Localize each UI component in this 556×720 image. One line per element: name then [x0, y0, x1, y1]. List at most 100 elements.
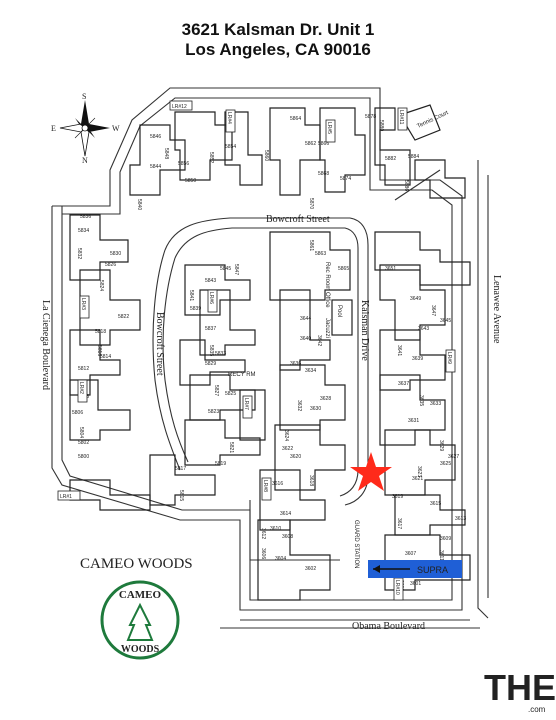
unit-number-3618: 3618	[308, 475, 314, 486]
laundry-room-label: LR#12	[172, 104, 187, 110]
unit-number-5856: 5856	[178, 161, 189, 167]
unit-number-3620: 3620	[290, 454, 301, 460]
unit-number-3625: 3625	[440, 461, 451, 467]
unit-number-3604: 3604	[275, 556, 286, 562]
unit-number-5844: 5844	[150, 164, 161, 170]
rec-room-label: Rec Room Office	[324, 262, 330, 308]
unit-number-5863: 5863	[315, 251, 326, 257]
laundry-room-lr7: LR#7	[242, 395, 253, 419]
compass-n-label: N	[82, 156, 88, 165]
compass-rose-icon	[59, 100, 110, 157]
unit-number-3615: 3615	[430, 501, 441, 507]
street-bowcroft-left: Bowcroft Street	[154, 312, 165, 376]
unit-number-5878: 5878	[365, 114, 376, 120]
unit-number-3641: 3641	[396, 345, 402, 356]
mls-logo-text: THE MLS	[484, 667, 556, 708]
unit-number-5846: 5846	[150, 134, 161, 140]
unit-number-5814: 5814	[100, 354, 111, 360]
laundry-room-lr9: LR#9	[445, 349, 456, 373]
unit-number-3645: 3645	[440, 318, 451, 324]
unit-number-5882: 5882	[385, 156, 396, 162]
laundry-room-label: LR#7	[243, 398, 249, 410]
unit-number-5825: 5825	[225, 391, 236, 397]
unit-number-3634: 3634	[305, 368, 316, 374]
unit-number-5815: 5815	[178, 490, 184, 501]
laundry-room-lr2: LR#2	[77, 379, 88, 403]
unit-number-5847: 5847	[233, 264, 239, 275]
unit-number-3624: 3624	[283, 430, 289, 441]
unit-number-5868: 5868	[318, 171, 329, 177]
unit-number-5800: 5800	[78, 454, 89, 460]
laundry-room-lr4: LR#4	[225, 109, 236, 133]
unit-number-3640: 3640	[300, 336, 311, 342]
street-obama: Obama Boulevard	[352, 621, 425, 632]
unit-number-5886: 5886	[403, 180, 409, 191]
unit-number-5833: 5833	[215, 351, 226, 357]
laundry-room-lr12: LR#12	[169, 100, 193, 111]
unit-number-3649: 3649	[410, 296, 421, 302]
laundry-room-label: LR#11	[398, 110, 404, 125]
unit-number-5832: 5832	[76, 248, 82, 259]
supra-label: SUPRA	[417, 565, 448, 575]
unit-number-5843: 5843	[205, 278, 216, 284]
unit-number-5823: 5823	[208, 409, 219, 415]
unit-number-3647: 3647	[430, 305, 436, 316]
unit-number-3608: 3608	[282, 534, 293, 540]
unit-number-5804: 5804	[78, 427, 84, 438]
mls-logo-suffix: .com	[528, 705, 546, 714]
unit-number-3651: 3651	[385, 266, 396, 272]
unit-number-3633: 3633	[430, 401, 441, 407]
street-lenawee: Lenawee Avenue	[491, 275, 502, 344]
unit-number-3632: 3632	[296, 400, 302, 411]
unit-number-5852: 5852	[208, 152, 214, 163]
unit-number-3602: 3602	[305, 566, 316, 572]
unit-number-3619: 3619	[392, 494, 403, 500]
unit-number-3607: 3607	[405, 551, 416, 557]
street-bowcroft-top: Bowcroft Street	[266, 214, 330, 225]
unit-number-5848: 5848	[163, 148, 169, 159]
unit-number-3635: 3635	[418, 395, 424, 406]
unit-number-5861: 5861	[308, 240, 314, 251]
internal-roads	[152, 169, 441, 561]
unit-number-3622: 3622	[282, 446, 293, 452]
unit-number-5830: 5830	[110, 251, 121, 257]
laundry-room-lr6: LR#6	[207, 289, 218, 313]
recy-rm-label: RECY RM	[228, 372, 256, 378]
unit-number-3601: 3601	[410, 581, 421, 587]
laundry-room-label: LR#3	[80, 298, 86, 310]
unit-number-5841: 5841	[188, 290, 194, 301]
unit-number-3637: 3637	[398, 381, 409, 387]
unit-number-5840: 5840	[136, 199, 142, 210]
compass-s-label: S	[82, 92, 86, 101]
unit-number-3617: 3617	[396, 518, 402, 529]
unit-number-5816: 5816	[96, 345, 102, 356]
subject-unit-star-icon	[350, 452, 392, 491]
unit-number-5802: 5802	[78, 440, 89, 446]
guard-station-label: GUARD STATION	[353, 520, 359, 568]
unit-number-5826: 5826	[105, 262, 116, 268]
laundry-room-label: LR#6	[208, 292, 214, 304]
unit-number-5821: 5821	[228, 442, 234, 453]
unit-number-3630: 3630	[310, 406, 321, 412]
laundry-room-label: LR#10	[394, 580, 400, 595]
unit-number-5812: 5812	[78, 366, 89, 372]
unit-number-3621: 3621	[412, 476, 423, 482]
unit-number-5824: 5824	[98, 280, 104, 291]
unit-number-3612: 3612	[260, 528, 266, 539]
unit-number-5817: 5817	[175, 466, 186, 472]
unit-number-5870: 5870	[308, 198, 314, 209]
unit-number-5819: 5819	[215, 461, 226, 467]
laundry-room-lr3: LR#3	[79, 295, 90, 319]
compass-e-label: E	[51, 124, 56, 133]
laundry-room-label: LR#1	[60, 494, 72, 500]
unit-number-3642: 3642	[316, 335, 322, 346]
unit-number-5837: 5837	[205, 326, 216, 332]
unit-number-3611: 3611	[438, 550, 444, 561]
unit-number-5822: 5822	[118, 314, 129, 320]
unit-number-5836: 5836	[80, 214, 91, 220]
unit-number-5829: 5829	[205, 361, 216, 367]
unit-number-3616: 3616	[272, 481, 283, 487]
building-footprints	[69, 104, 471, 601]
